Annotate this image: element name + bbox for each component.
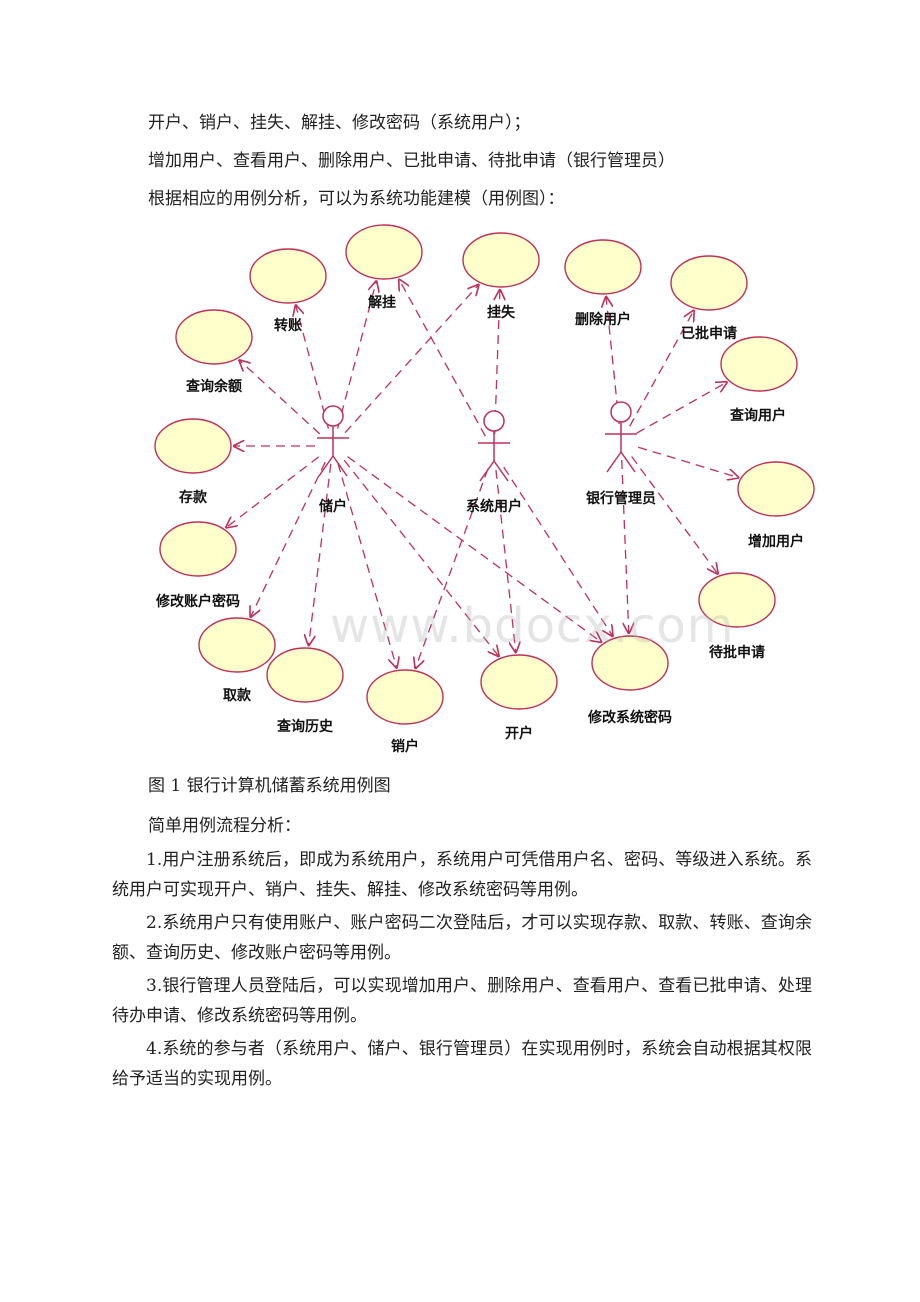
association-chuhu-jiegua	[336, 281, 377, 429]
association-chuhu-kaihu	[343, 459, 498, 656]
association-chuhu-chaxunyue	[240, 360, 321, 435]
association-xitong-jiegua	[399, 280, 486, 437]
use-case-label: 修改账户密码	[155, 593, 240, 610]
actor-head	[483, 410, 505, 432]
use-case-label: 取款	[223, 687, 252, 704]
use-case-label: 增加用户	[748, 533, 804, 550]
actors: 储户 系统用户 银行管理员	[317, 401, 656, 515]
paragraph-2: 2.系统用户只有使用账户、账户密码二次登陆后，才可以实现存款、取款、转账、查询余…	[112, 908, 812, 968]
use-case-label: 销户	[391, 738, 419, 755]
actor-label: 系统用户	[466, 498, 522, 515]
association-chuhu-guashi	[344, 285, 478, 434]
paragraph-3: 3.银行管理人员登陆后，可以实现增加用户、删除用户、查看用户、查看已批申请、处理…	[112, 971, 812, 1031]
association-chuhu-xiugaixitong	[347, 456, 602, 642]
association-xitong-xiugaixitong	[503, 466, 613, 636]
use-case-cunkuan	[154, 418, 232, 474]
use-case-qukuan	[198, 617, 276, 673]
use-case-label: 开户	[505, 725, 533, 742]
use-case-label: 已批申请	[681, 325, 737, 342]
use-case-guashi	[462, 232, 540, 288]
use-case-daipi	[698, 572, 776, 628]
use-case-chaxunyue	[175, 309, 253, 365]
use-case-zengjia	[737, 461, 815, 517]
paragraph-text: 3.银行管理人员登陆后，可以实现增加用户、删除用户、查看用户、查看已批申请、处理…	[112, 976, 812, 1026]
actor-leg-left	[318, 455, 334, 477]
use-case-xiugaixitong	[591, 635, 669, 691]
use-case-label: 查询历史	[277, 718, 334, 735]
actor-chuhu	[317, 405, 349, 477]
watermark: www.bdocx.com	[330, 598, 735, 654]
association-xitong-xiaohu	[416, 468, 489, 668]
use-case-jiegua	[345, 224, 423, 280]
use-case-label: 待批申请	[709, 644, 765, 661]
use-case-label: 查询余额	[186, 378, 242, 395]
paragraph-4: 4.系统的参与者（系统用户、储户、银行管理员）在实现用例时，系统会自动根据其权限…	[112, 1034, 812, 1094]
actor-guanli	[605, 401, 637, 473]
actor-label: 银行管理员	[586, 490, 656, 507]
association-xitong-kaihu	[495, 469, 516, 652]
use-case-lishi	[266, 647, 344, 703]
intro-line-2: 增加用户、查看用户、删除用户、已批申请、待批申请（银行管理员）	[148, 151, 675, 171]
paragraph-text: 4.系统的参与者（系统用户、储户、银行管理员）在实现用例时，系统会自动根据其权限…	[112, 1039, 812, 1089]
association-lines	[226, 280, 738, 668]
use-case-kaihu	[480, 654, 558, 710]
association-chuhu-lishi	[309, 463, 332, 645]
use-case-label: 解挂	[368, 294, 396, 311]
paragraph-text: 1.用户注册系统后，即成为系统用户，系统用户可凭借用户名、密码、等级进入系统。系…	[112, 850, 812, 900]
use-case-label: 修改系统密码	[587, 709, 672, 726]
association-chuhu-xiugaizhanghu	[226, 456, 320, 528]
use-case-zhuanzhang	[249, 248, 327, 304]
actor-leg-right	[620, 451, 636, 473]
use-case-label: 挂失	[487, 304, 516, 321]
intro-line-1: 开户、销户、挂失、解挂、修改密码（系统用户）；	[148, 113, 531, 133]
use-case-xiugaizhanghu	[159, 521, 237, 577]
use-case-yipi	[670, 255, 748, 311]
use-case-xiaohu	[366, 669, 444, 725]
use-case-shanchu	[564, 239, 642, 295]
association-guanli-daipi	[631, 456, 718, 574]
actor-label: 储户	[318, 498, 347, 515]
actor-leg-left	[479, 460, 495, 482]
association-chuhu-qukuan	[251, 461, 326, 617]
paragraph-text: 2.系统用户只有使用账户、账户密码二次登陆后，才可以实现存款、取款、转账、查询余…	[112, 913, 812, 963]
actor-leg-right	[332, 455, 348, 477]
figure-caption: 图 1 银行计算机储蓄系统用例图	[148, 776, 391, 796]
paragraph-1: 1.用户注册系统后，即成为系统用户，系统用户可凭借用户名、密码、等级进入系统。系…	[112, 845, 812, 905]
association-guanli-yipi	[629, 311, 694, 427]
intro-line-3: 根据相应的用例分析，可以为系统功能建模（用例图）：	[148, 189, 565, 209]
use-case-label: 查询用户	[730, 407, 786, 424]
association-guanli-chakanyonghu	[636, 382, 727, 434]
actor-head	[322, 405, 344, 427]
actor-leg-right	[493, 460, 509, 482]
use-case-label: 转账	[274, 317, 302, 334]
association-guanli-zengjia	[638, 446, 738, 477]
section-title: 简单用例流程分析：	[148, 816, 301, 836]
use-case-chakanyonghu	[720, 336, 798, 392]
actor-xitong	[478, 410, 510, 482]
use-case-label: 删除用户	[575, 311, 631, 328]
association-chuhu-xiaohu	[337, 463, 397, 667]
association-xitong-guashi	[495, 290, 500, 435]
actor-leg-left	[606, 451, 622, 473]
actor-head	[610, 401, 632, 423]
association-chuhu-zhuanzhang	[296, 305, 330, 429]
use-case-label: 存款	[179, 489, 208, 506]
